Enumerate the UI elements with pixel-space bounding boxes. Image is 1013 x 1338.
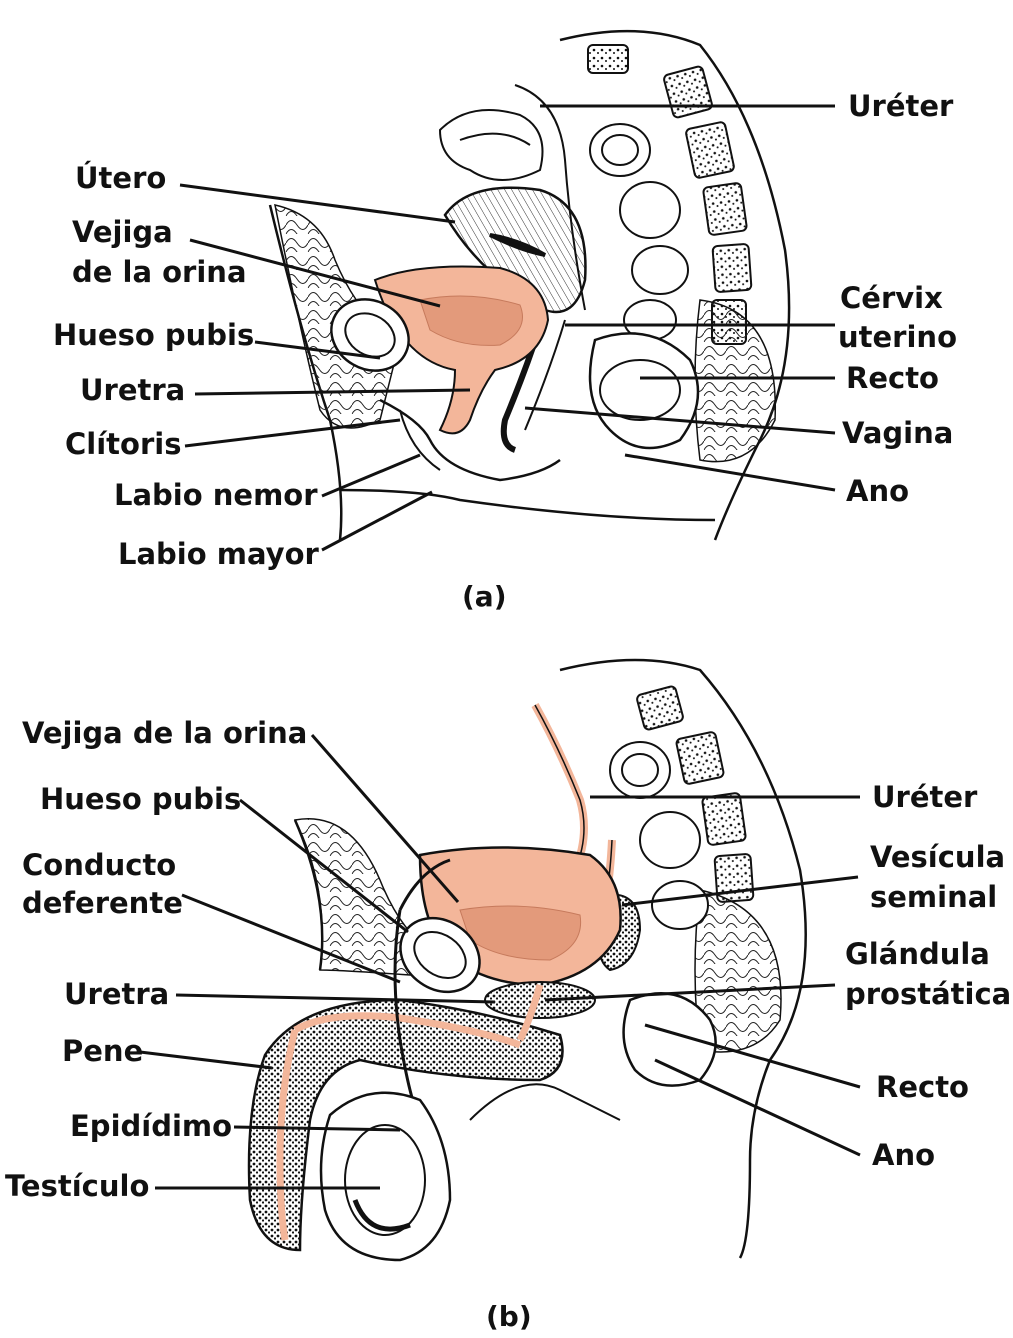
uretra-label-b: Uretra — [64, 977, 170, 1011]
male-pelvis-panel: Vejiga de la orina Uréter Hueso pubis Co… — [0, 640, 1013, 1338]
testis-shape — [319, 1091, 452, 1262]
caption-b: (b) — [486, 1300, 532, 1333]
female-pelvis-panel: Uréter Útero Vejiga de la orina Cérvix u… — [0, 0, 1013, 640]
pene-label: Pene — [62, 1034, 144, 1068]
pubic-bone-shape-b — [399, 916, 481, 994]
vesicula-label-line2: seminal — [870, 880, 998, 914]
spine-vertebrae — [587, 44, 753, 345]
female-pelvis-illustration — [179, 29, 836, 552]
leader-lines-a — [179, 104, 836, 552]
male-pelvis-illustration — [139, 658, 861, 1262]
ureter-label-b: Uréter — [872, 780, 978, 814]
vesicula-label-line1: Vesícula — [870, 840, 1006, 874]
labio-menor-label: Labio nemor — [114, 478, 318, 512]
conducto-label-line1: Conducto — [22, 848, 177, 882]
glandula-label-line2: prostática — [845, 977, 1012, 1011]
glandula-label-line1: Glándula — [845, 937, 990, 971]
recto-label-b: Recto — [876, 1070, 969, 1104]
vejiga-label-line2: de la orina — [72, 255, 247, 289]
hueso-pubis-label-b: Hueso pubis — [40, 782, 242, 816]
uretra-label: Uretra — [80, 373, 186, 407]
leader-lines-b — [139, 734, 861, 1190]
ano-label: Ano — [846, 474, 910, 508]
clitoris-label: Clítoris — [65, 427, 182, 461]
vejiga-label-b: Vejiga de la orina — [22, 716, 308, 750]
caption-a: (a) — [462, 580, 507, 613]
cervix-label-line1: Cérvix — [840, 281, 943, 315]
testiculo-label: Testículo — [5, 1169, 150, 1203]
vagina-label: Vagina — [842, 416, 954, 450]
hueso-pubis-label: Hueso pubis — [53, 318, 255, 352]
vejiga-label-line1: Vejiga — [72, 215, 173, 249]
epididimo-label: Epidídimo — [70, 1109, 233, 1143]
ano-label-b: Ano — [872, 1138, 936, 1172]
utero-label: Útero — [75, 161, 167, 195]
labio-mayor-label: Labio mayor — [118, 537, 319, 571]
penis-shape — [247, 998, 564, 1252]
ureter-label: Uréter — [848, 89, 954, 123]
conducto-label-line2: deferente — [22, 886, 183, 920]
bladder-shape — [373, 265, 550, 435]
recto-label: Recto — [846, 361, 939, 395]
cervix-label-line2: uterino — [838, 320, 957, 354]
